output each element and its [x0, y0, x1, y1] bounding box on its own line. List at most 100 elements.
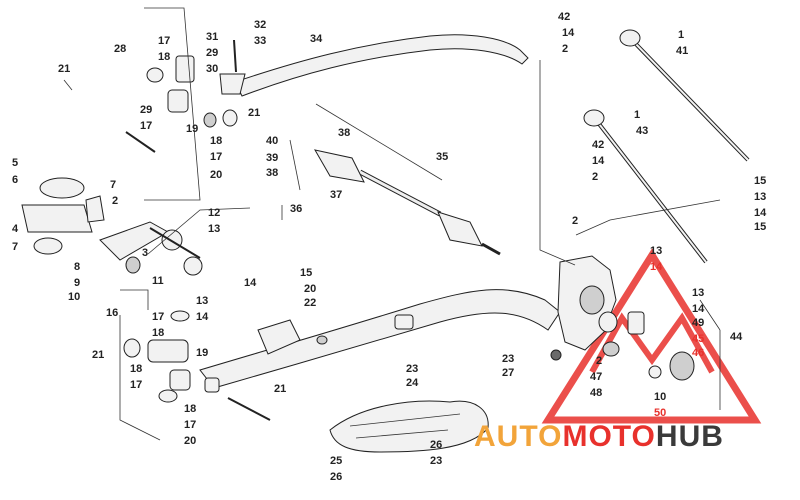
label-13: 13 — [692, 287, 704, 299]
label-34: 34 — [310, 33, 323, 45]
label-10: 10 — [654, 391, 666, 403]
watermark-text: AUTOMOTOHUB — [474, 420, 724, 453]
label-23: 23 — [406, 363, 418, 375]
label-4: 4 — [12, 223, 19, 235]
label-24: 24 — [406, 377, 419, 389]
watermark-part-moto: MOTO — [562, 420, 655, 453]
label-15: 15 — [300, 267, 312, 279]
label-15: 15 — [754, 221, 766, 233]
label-1: 1 — [678, 29, 684, 41]
drive-axle-35 — [314, 149, 501, 256]
label-38: 38 — [338, 127, 350, 139]
label-50: 50 — [654, 407, 666, 419]
label-41: 41 — [676, 45, 688, 57]
rod-43 — [583, 109, 708, 264]
label-18: 18 — [210, 135, 222, 147]
label-38: 38 — [266, 167, 278, 179]
label-29: 29 — [140, 104, 152, 116]
label-10: 10 — [68, 291, 80, 303]
label-47: 47 — [590, 371, 602, 383]
label-3: 3 — [142, 247, 148, 259]
label-46: 46 — [692, 347, 704, 359]
label-14: 14 — [196, 311, 209, 323]
label-2: 2 — [596, 355, 602, 367]
knuckle-assembly — [550, 255, 695, 381]
label-14-red: 14 — [650, 261, 663, 273]
label-18: 18 — [130, 363, 142, 375]
label-13: 13 — [208, 223, 220, 235]
label-30: 30 — [206, 63, 218, 75]
label-26: 26 — [330, 471, 342, 483]
label-14: 14 — [244, 277, 257, 289]
label-42: 42 — [558, 11, 570, 23]
label-28: 28 — [114, 43, 126, 55]
label-2: 2 — [562, 43, 568, 55]
label-42: 42 — [592, 139, 604, 151]
label-9: 9 — [74, 277, 80, 289]
lower-left-group — [123, 310, 301, 421]
label-13: 13 — [650, 245, 662, 257]
label-44: 44 — [730, 331, 743, 343]
label-25: 25 — [330, 455, 342, 467]
rod-41 — [619, 29, 750, 162]
label-17: 17 — [158, 35, 170, 47]
label-13: 13 — [754, 191, 766, 203]
label-20: 20 — [210, 169, 222, 181]
label-22: 22 — [304, 297, 316, 309]
upper-tube-34 — [234, 34, 529, 97]
svg-text:AUTOMOTOHUB: AUTOMOTOHUB — [474, 420, 724, 453]
label-2: 2 — [592, 171, 598, 183]
left-bracket-group — [21, 177, 203, 276]
label-26: 26 — [430, 439, 442, 451]
label-27: 27 — [502, 367, 514, 379]
label-23: 23 — [430, 455, 442, 467]
label-36: 36 — [290, 203, 302, 215]
label-11: 11 — [152, 275, 164, 287]
skid-plate-25 — [329, 400, 489, 453]
label-17: 17 — [130, 379, 142, 391]
label-18: 18 — [152, 327, 164, 339]
label-29: 29 — [206, 47, 218, 59]
watermark-part-hub: HUB — [656, 420, 724, 453]
label-20: 20 — [304, 283, 316, 295]
upper-left-mount-group — [125, 39, 246, 153]
label-21: 21 — [92, 349, 104, 361]
label-19: 19 — [186, 123, 198, 135]
label-7: 7 — [110, 179, 116, 191]
label-14: 14 — [592, 155, 605, 167]
label-37: 37 — [330, 189, 342, 201]
label-21: 21 — [248, 107, 260, 119]
label-48: 48 — [590, 387, 602, 399]
label-18: 18 — [158, 51, 170, 63]
label-17: 17 — [140, 120, 152, 132]
label-2: 2 — [112, 195, 118, 207]
label-16: 16 — [106, 307, 118, 319]
label-18: 18 — [184, 403, 196, 415]
label-14: 14 — [754, 207, 767, 219]
watermark-part-auto: AUTO — [474, 420, 562, 453]
label-17: 17 — [184, 419, 196, 431]
label-21: 21 — [58, 63, 70, 75]
label-7: 7 — [12, 241, 18, 253]
label-23: 23 — [502, 353, 514, 365]
label-1: 1 — [634, 109, 640, 121]
label-31: 31 — [206, 31, 218, 43]
label-33: 33 — [254, 35, 266, 47]
label-43: 43 — [636, 125, 648, 137]
label-32: 32 — [254, 19, 266, 31]
label-40: 40 — [266, 135, 278, 147]
part-labels: 1 41 42 14 2 1 43 42 14 2 15 13 14 15 32… — [12, 11, 767, 483]
label-14: 14 — [692, 303, 705, 315]
leader-lines — [63, 7, 721, 441]
label-8: 8 — [74, 261, 80, 273]
label-15: 15 — [754, 175, 766, 187]
label-17: 17 — [152, 311, 164, 323]
label-17: 17 — [210, 151, 222, 163]
watermark-logo — [541, 248, 762, 424]
label-2: 2 — [572, 215, 578, 227]
label-21: 21 — [274, 383, 286, 395]
label-45: 45 — [692, 333, 704, 345]
label-20: 20 — [184, 435, 196, 447]
label-6: 6 — [12, 174, 18, 186]
